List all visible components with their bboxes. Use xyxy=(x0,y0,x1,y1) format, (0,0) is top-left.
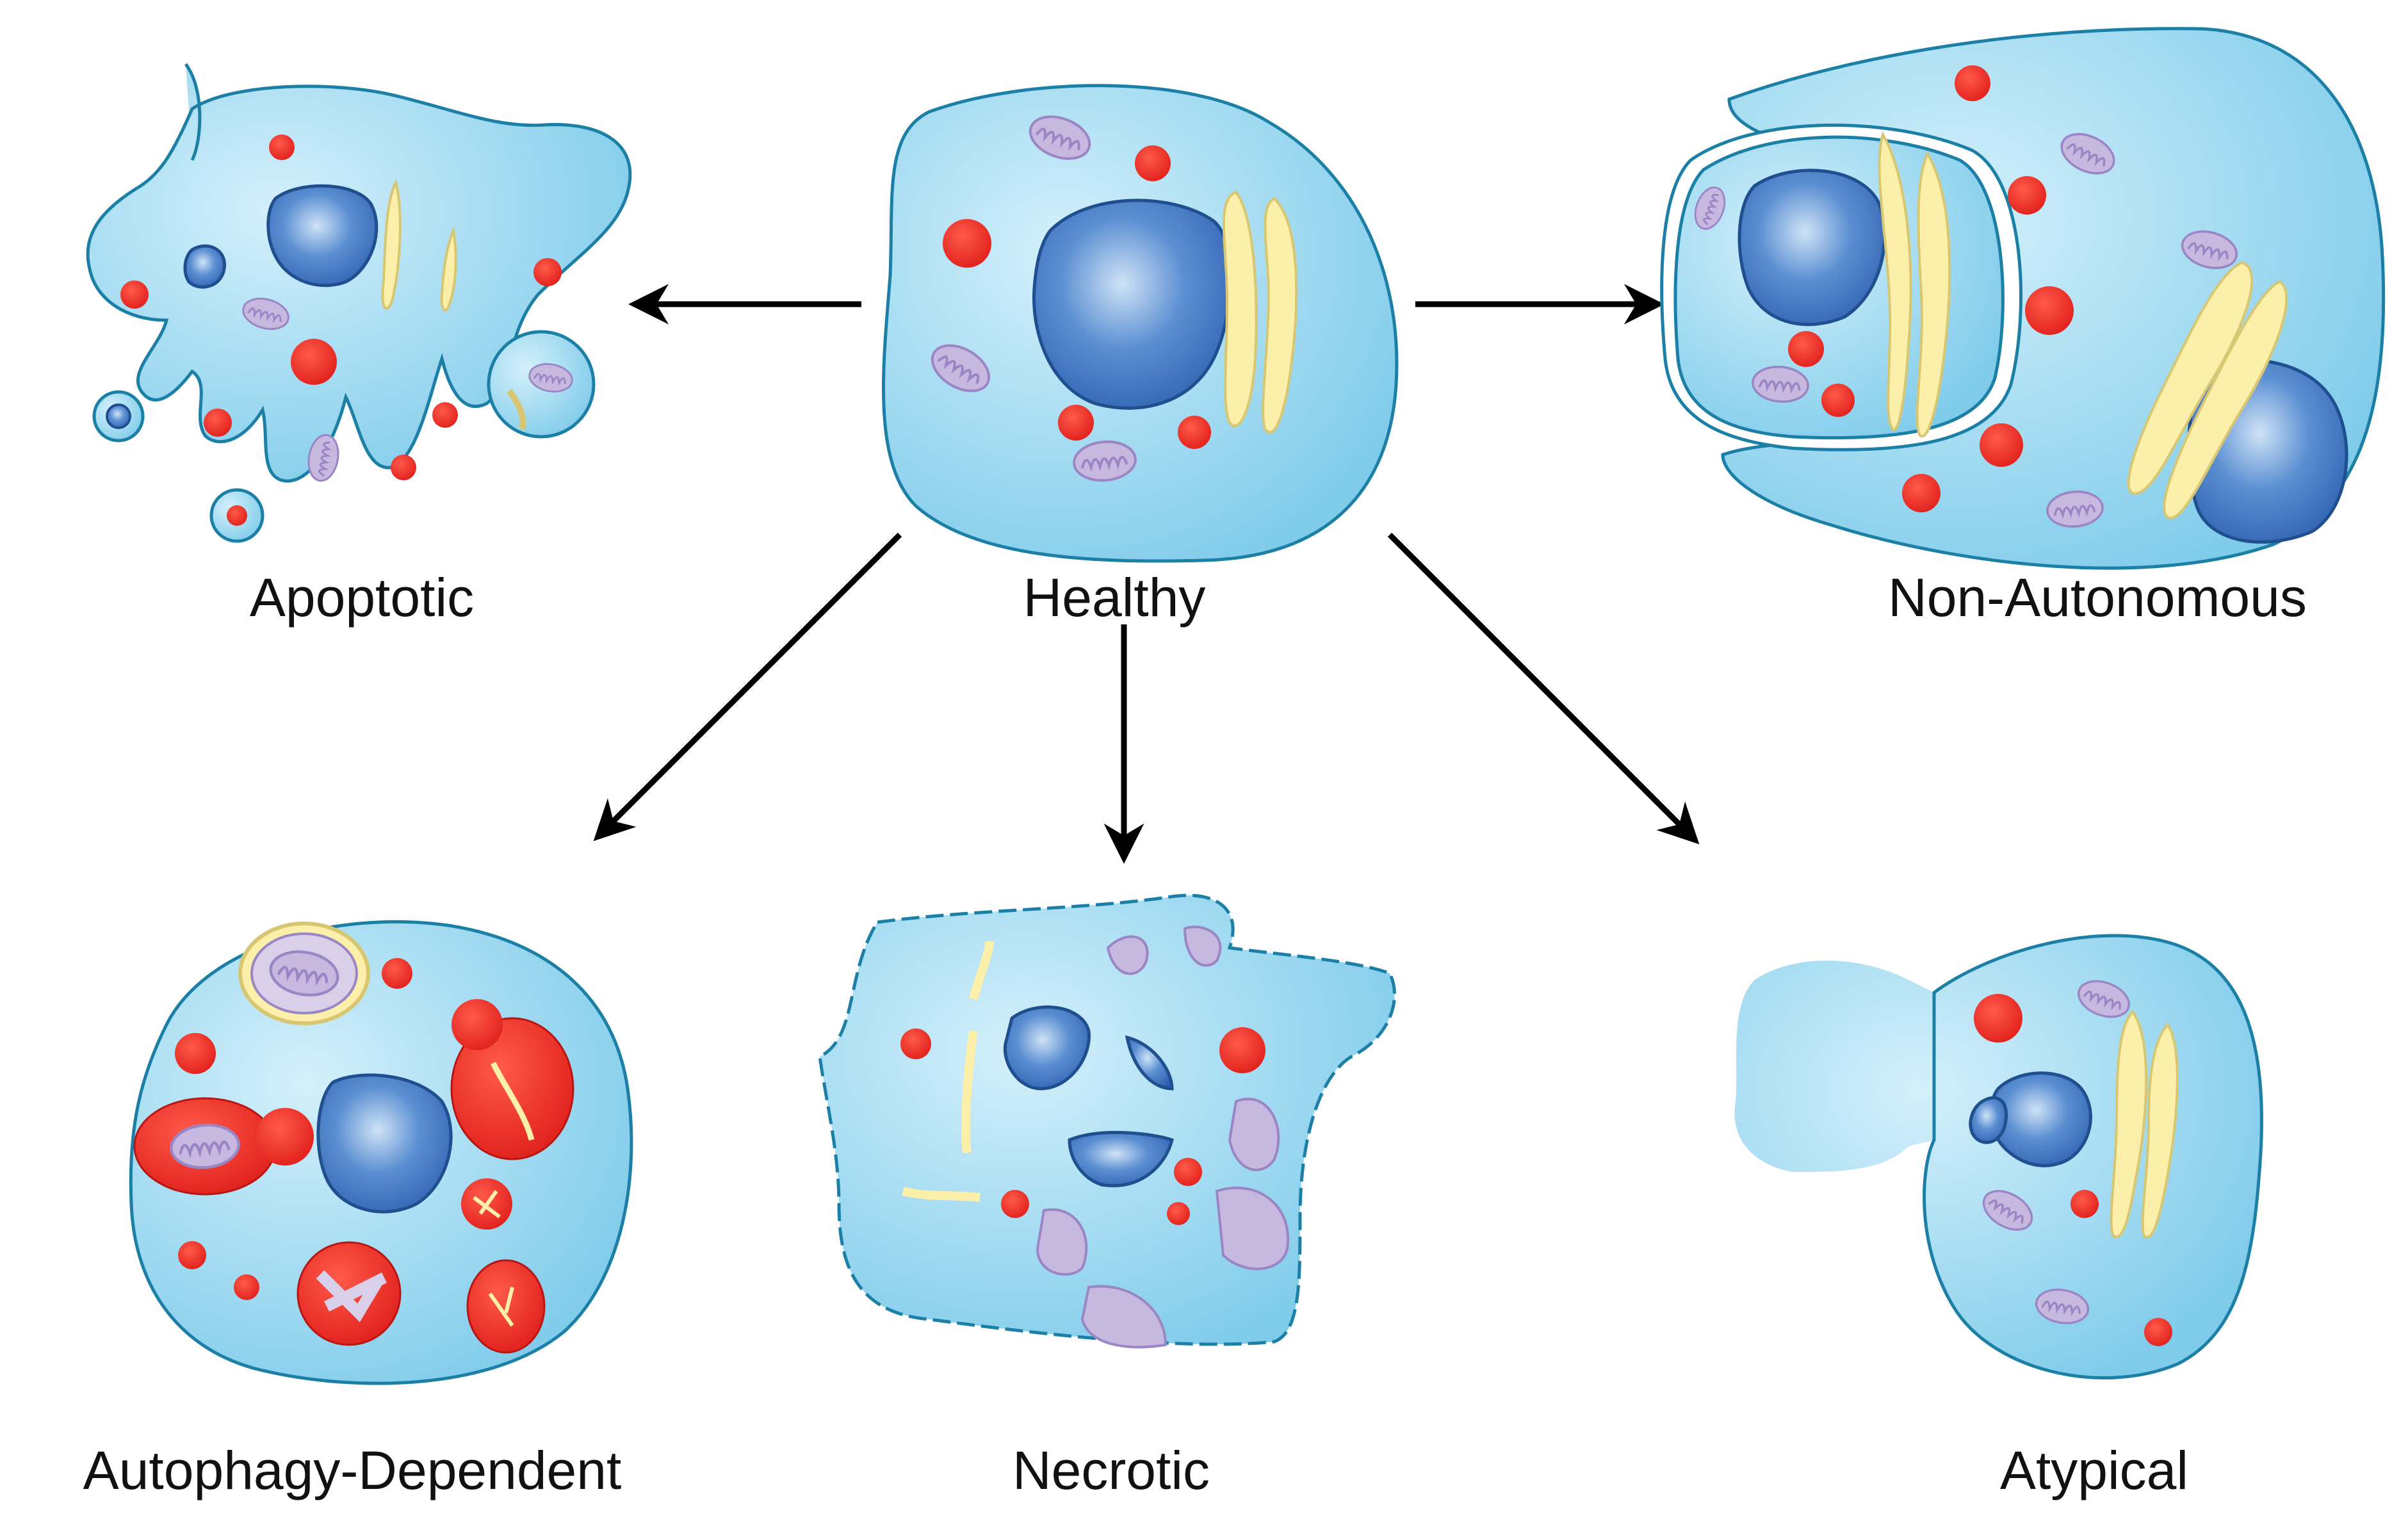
arrows xyxy=(593,284,1700,864)
necrotic-cell xyxy=(818,893,1396,1349)
arrow-to-atypical xyxy=(1387,532,1700,845)
labels: Healthy Apoptotic Non-Autonomous Autopha… xyxy=(83,567,2307,1500)
non-autonomous-cell xyxy=(1660,27,2386,570)
label-non-autonomous: Non-Autonomous xyxy=(1888,567,2307,628)
label-atypical: Atypical xyxy=(2000,1440,2188,1500)
label-necrotic: Necrotic xyxy=(1013,1440,1210,1500)
autophagy-dependent-cell xyxy=(129,920,633,1385)
label-apoptotic: Apoptotic xyxy=(250,567,474,628)
arrow-to-autophagy xyxy=(593,532,902,841)
label-healthy: Healthy xyxy=(1023,567,1206,628)
apoptotic-cell xyxy=(86,63,632,543)
atypical-cell xyxy=(1734,934,2263,1380)
label-autophagy-dependent: Autophagy-Dependent xyxy=(83,1440,622,1500)
healthy-cell xyxy=(882,84,1399,563)
